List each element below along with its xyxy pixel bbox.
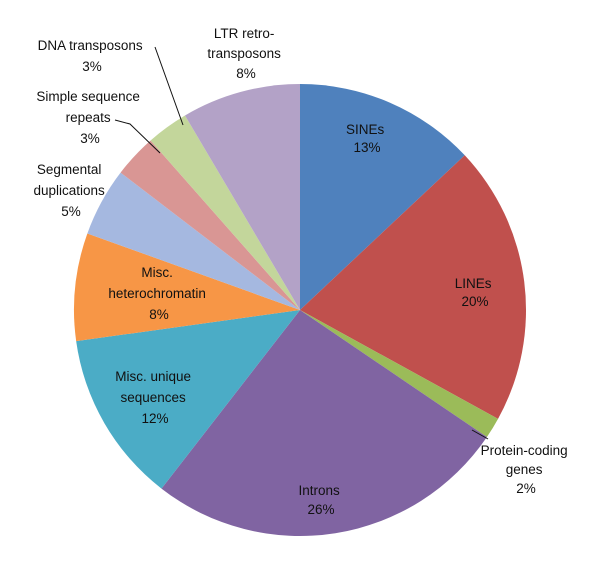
leader-line-simple-sequence-repeats xyxy=(114,119,161,154)
slice-label-protein-coding-genes: Protein-coding genes 2% xyxy=(481,443,572,496)
leader-line-protein-coding xyxy=(471,429,489,440)
slice-label-sines: SINEs 13% xyxy=(346,122,388,155)
leader-line-dna-transposons xyxy=(154,46,184,126)
leader-lines xyxy=(114,46,489,440)
slice-label-introns: Introns 26% xyxy=(298,483,343,517)
pie-slice-simple-sequence xyxy=(120,140,300,310)
pie-slice-sines xyxy=(300,84,465,310)
pie-slice-segmental xyxy=(87,172,300,310)
pie-slice-dna-transposons xyxy=(150,115,300,310)
slice-label-simple-sequence-repeats: Simple sequence repeats 3% xyxy=(36,89,143,146)
slice-labels: SINEs 13% LINEs 20% Protein-coding genes… xyxy=(33,26,572,517)
pie-slice-protein-coding xyxy=(300,310,499,438)
pie-slices xyxy=(74,84,527,537)
pie-slice-misc-unique xyxy=(76,310,300,489)
pie-slice-lines xyxy=(300,155,527,419)
slice-label-dna-transposons: DNA transposons 3% xyxy=(38,38,147,74)
pie-slice-misc xyxy=(74,233,300,342)
slice-label-misc-heterochromatin: Misc. heterochromatin 8% xyxy=(108,265,209,322)
slice-label-segmental-duplications: Segmental duplications 5% xyxy=(33,162,108,219)
pie-slice-introns xyxy=(161,310,487,537)
slice-label-lines: LINEs 20% xyxy=(455,276,496,309)
pie-slice-ltr-retro xyxy=(184,84,300,310)
slice-label-misc-unique-sequences: Misc. unique sequences 12% xyxy=(115,369,195,426)
slice-label-ltr-retrotransposons: LTR retro- transposons 8% xyxy=(207,26,284,81)
